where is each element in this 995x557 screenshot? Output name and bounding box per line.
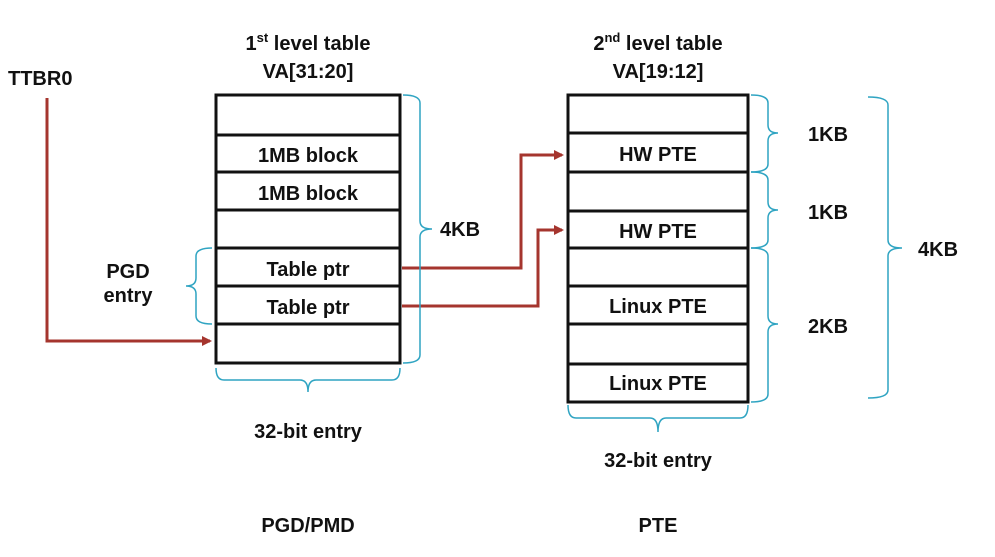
level1-title-rest: level table [268, 33, 370, 55]
level2-title: 2nd level table [593, 30, 722, 55]
level1-title: 1st level table [246, 30, 371, 55]
ttbr0-arrow [45, 98, 212, 346]
level2-caption: PTE [639, 515, 678, 537]
level1-title-sup: st [257, 30, 269, 45]
pgd-entry-label-line2: entry [104, 285, 154, 307]
level2-size-label-1kb-a: 1KB [808, 124, 848, 146]
level2-title-rest: level table [620, 33, 722, 55]
level2-cell-label: HW PTE [619, 144, 697, 166]
pgd-entry-brace [185, 247, 213, 325]
pgd-entry-label-line1: PGD [106, 261, 149, 283]
level2-range: VA[19:12] [613, 61, 704, 83]
table-ptr-arrow-2 [402, 225, 564, 308]
level2-total-brace [867, 96, 903, 399]
level1-table: 1MB block 1MB block Table ptr Table ptr [214, 93, 402, 365]
level2-title-sup: nd [604, 30, 620, 45]
ttbr0-label: TTBR0 [8, 68, 72, 90]
level1-cell-label: 1MB block [258, 145, 359, 167]
level1-width-label: 32-bit entry [254, 421, 363, 443]
table-ptr-arrow-1 [402, 150, 564, 270]
level1-cell-label: 1MB block [258, 183, 359, 205]
level2-brace-1kb-b [750, 171, 779, 249]
level2-table: HW PTE HW PTE Linux PTE Linux PTE [566, 93, 750, 404]
level2-width-label: 32-bit entry [604, 450, 713, 472]
level1-cell-label: Table ptr [267, 297, 350, 319]
level1-range: VA[31:20] [263, 61, 354, 83]
level1-cell-label: Table ptr [267, 259, 350, 281]
level2-total-label: 4KB [918, 239, 958, 261]
level1-caption: PGD/PMD [261, 515, 354, 537]
level2-brace-2kb [750, 247, 779, 403]
level1-width-brace [215, 367, 401, 393]
level2-cell-label: Linux PTE [609, 373, 707, 395]
level1-size-brace [402, 94, 433, 364]
level2-cell-label: Linux PTE [609, 296, 707, 318]
level2-cell-label: HW PTE [619, 221, 697, 243]
level1-size-label: 4KB [440, 219, 480, 241]
level2-width-brace [567, 404, 749, 433]
level1-title-num: 1 [246, 33, 257, 55]
level2-size-label-1kb-b: 1KB [808, 202, 848, 224]
level2-size-label-2kb: 2KB [808, 316, 848, 338]
level2-title-num: 2 [593, 33, 604, 55]
level2-brace-1kb-a [750, 94, 779, 173]
